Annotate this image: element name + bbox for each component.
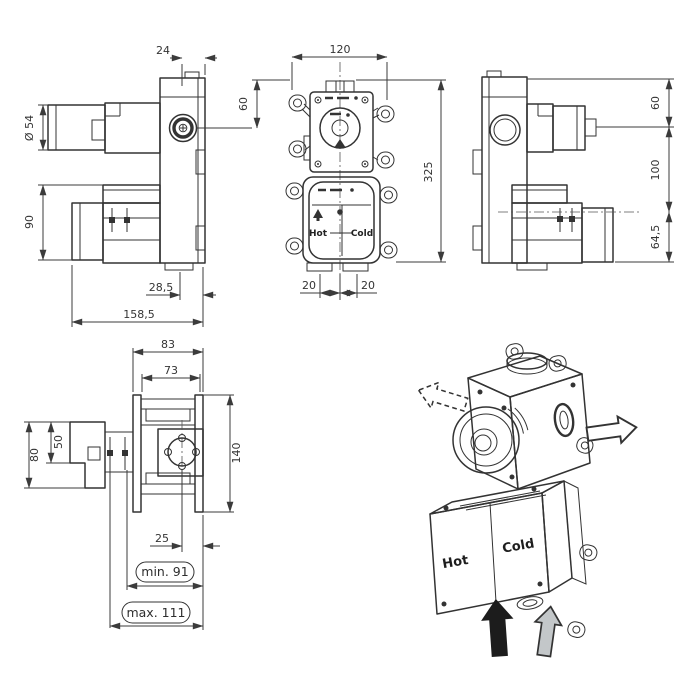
hot-label-3d: Hot: [441, 553, 469, 572]
up-arrow-mark: [334, 139, 346, 148]
mounting-ears-lower: [285, 182, 398, 259]
dim-label-64-5: 64,5: [649, 225, 662, 250]
dim-label-24: 24: [156, 44, 170, 57]
dim-label-325: 325: [422, 162, 435, 183]
dims-front-view: 120 60 325 20 20: [197, 43, 446, 300]
top-view: 83 73 140 80 50 25 min. 91 max. 111: [24, 338, 243, 630]
right-side-view: 60 100 64,5: [472, 70, 674, 271]
perspective-view: Hot Cold: [417, 343, 638, 658]
dims-right-view: 60 100 64,5: [527, 78, 674, 263]
dim-label-28-5: 28,5: [149, 281, 174, 294]
cold-inlet-pipe: [516, 596, 544, 610]
cold-label-front: Cold: [351, 229, 373, 239]
dim-label-140: 140: [230, 443, 243, 464]
dim-label-diameter-54: Ø 54: [23, 115, 36, 141]
dim-label-100: 100: [649, 160, 662, 181]
dims-top-view: 83 73 140 80 50 25 min. 91 max. 111: [24, 338, 243, 630]
dims-left-view: 24 Ø 54 90 28,5 158,5: [23, 44, 217, 327]
dim-label-60-right: 60: [649, 96, 662, 110]
hot-inlet-arrow: [481, 598, 514, 657]
dim-label-83: 83: [161, 338, 175, 351]
outlet-arrow: [585, 414, 638, 445]
left-side-view: 24 Ø 54 90 28,5 158,5: [23, 44, 217, 327]
dim-label-158-5: 158,5: [123, 308, 155, 321]
dim-label-20-left: 20: [302, 279, 316, 292]
dim-label-25: 25: [155, 532, 169, 545]
hot-label-front: Hot: [309, 229, 328, 239]
dim-label-80: 80: [28, 448, 41, 462]
cold-label-3d: Cold: [501, 536, 535, 556]
dim-label-73: 73: [164, 364, 178, 377]
cartridge-circle: [319, 107, 361, 149]
spade-mark: [313, 209, 323, 221]
dim-label-20-right: 20: [361, 279, 375, 292]
dim-label-min-91: min. 91: [141, 564, 188, 579]
valve-bore-top-view: [164, 434, 200, 470]
dim-label-max-111: max. 111: [126, 605, 185, 620]
perspective-ears-upper: [505, 343, 594, 454]
outlet-port-left-view: [168, 113, 198, 143]
dim-label-120: 120: [330, 43, 351, 56]
dim-label-50: 50: [52, 435, 65, 449]
dim-label-90: 90: [23, 215, 36, 229]
dim-label-60-front: 60: [237, 97, 250, 111]
front-view: Hot Cold 120 60 325 20 20: [197, 43, 446, 300]
perspective-ears-lower: [567, 544, 598, 638]
cartridge-barrel: [442, 396, 530, 484]
cold-inlet-arrow: [533, 605, 564, 658]
mounting-ears-upper: [288, 94, 395, 169]
side-port: [553, 402, 575, 438]
alt-outlet-dashed-arrow: [417, 381, 469, 412]
